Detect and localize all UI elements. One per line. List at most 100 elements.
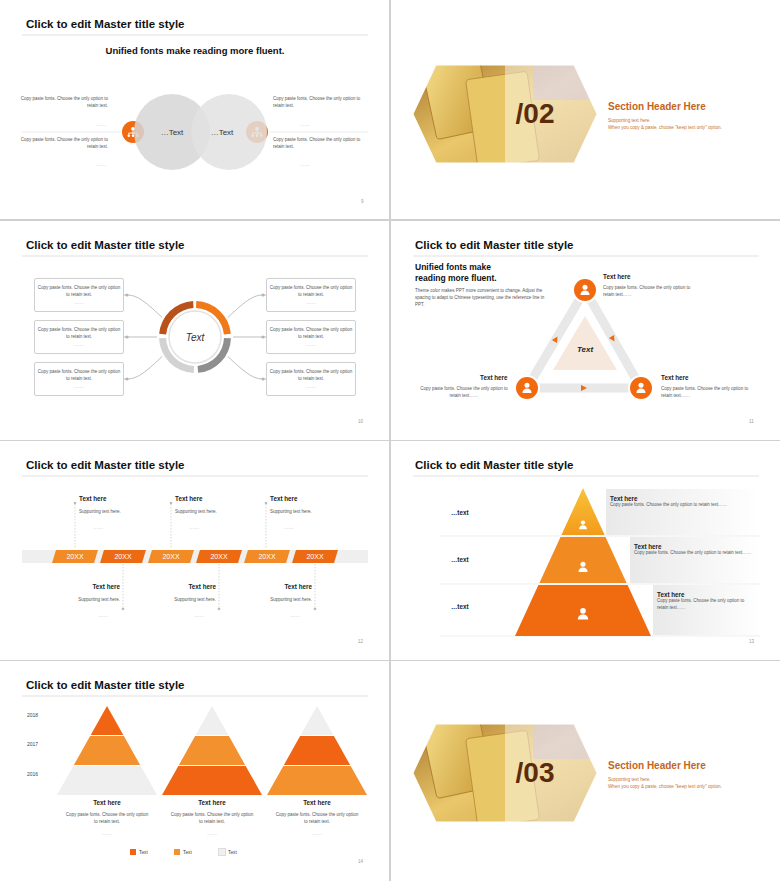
divider-line xyxy=(22,132,121,133)
spoke-connector xyxy=(228,356,266,380)
legend-item: Text xyxy=(174,849,192,855)
text-heading: Text here xyxy=(77,799,137,807)
slide-panel xyxy=(0,441,389,660)
title-rule xyxy=(22,35,368,36)
node-text: …Text xyxy=(211,128,234,137)
pyramid xyxy=(162,766,262,795)
ring-segment xyxy=(159,301,231,373)
year-label: 2018 xyxy=(27,712,38,719)
section-header: Section Header Here xyxy=(608,100,706,113)
leader-line xyxy=(123,564,124,608)
ellipsis-mark: …… xyxy=(302,830,332,837)
divider-line xyxy=(269,132,368,133)
slide-title: Click to edit Master title style xyxy=(26,17,185,32)
body-text: Supporting text here. xyxy=(270,509,350,516)
body-text: Copy paste fonts. Choose the only option… xyxy=(273,96,363,110)
text-heading: Text here xyxy=(60,583,120,591)
level-panel: Text hereCopy paste fonts. Choose the on… xyxy=(653,585,760,635)
page-number: 13 xyxy=(749,639,754,645)
title-rule xyxy=(22,256,368,257)
leader-line xyxy=(75,504,76,549)
leader-dot xyxy=(74,502,77,505)
year-label: 2017 xyxy=(27,741,38,748)
row-rule xyxy=(440,536,760,636)
slide-title: Click to edit Master title style xyxy=(415,458,574,473)
page-number: 14 xyxy=(358,859,363,865)
node-text: Text xyxy=(186,332,205,343)
center-triangle: Text xyxy=(553,316,617,370)
ellipsis-mark: …… xyxy=(92,830,122,837)
text-box: Copy paste fonts. Choose the only option… xyxy=(34,320,124,354)
body-text: Copy paste fonts. Choose the only option… xyxy=(65,812,149,826)
section-hexagon: /03 xyxy=(413,724,597,822)
chevron-shape xyxy=(292,550,338,563)
leader-line xyxy=(75,504,315,608)
text-heading: Text here xyxy=(661,374,689,382)
title-rule xyxy=(413,256,759,257)
section-hexagon: /02 xyxy=(413,65,597,163)
connector-path xyxy=(124,295,162,318)
text-heading: Text here xyxy=(480,374,508,382)
text-box: Copy paste fonts. Choose the only option… xyxy=(34,362,124,396)
intro-heading: Unified fonts make reading more fluent. xyxy=(415,262,515,283)
leader-dot xyxy=(74,502,317,611)
node-text: 20XX xyxy=(258,553,275,560)
icon-badge xyxy=(636,383,645,393)
slide-panel xyxy=(391,0,780,219)
legend-swatch xyxy=(130,849,136,855)
page-number: 11 xyxy=(749,419,754,425)
leader-dot xyxy=(314,608,317,611)
icon-badge xyxy=(522,383,531,393)
connector-dot xyxy=(261,377,264,380)
timeline-chevron: 20XX xyxy=(148,550,194,563)
hub-ring: Text xyxy=(159,301,231,373)
text-heading: Text here xyxy=(182,799,242,807)
pyramid xyxy=(267,706,367,795)
legend-text: Text xyxy=(139,850,148,855)
text-heading: Text here xyxy=(287,799,347,807)
pyramid xyxy=(578,562,587,572)
slide-panel xyxy=(0,221,389,440)
slide-panel xyxy=(391,661,780,881)
title-rule xyxy=(22,696,368,697)
spoke-connector xyxy=(228,293,266,317)
text-heading: …text xyxy=(451,556,469,564)
body-text: Supporting text here. xyxy=(146,597,216,604)
node-text: Copy paste fonts. Choose the only option… xyxy=(37,327,121,341)
leader-dot xyxy=(265,502,268,505)
slide-title: Click to edit Master title style xyxy=(415,238,574,253)
text-heading: …text xyxy=(451,509,469,517)
node-subtext: Copy paste fonts. Choose the only option… xyxy=(634,550,751,557)
legend-item: Text xyxy=(219,849,237,855)
leader-dot xyxy=(122,608,125,611)
node-subtext: …… xyxy=(74,341,84,347)
gold-photo xyxy=(413,45,613,169)
body-text: Copy paste fonts. Choose the only option… xyxy=(18,96,108,110)
hexagon-outline xyxy=(413,724,597,822)
pyramid xyxy=(74,736,140,765)
center-triangle-outline xyxy=(553,316,617,370)
node-subtext: Copy paste fonts. Choose the only option… xyxy=(657,598,756,612)
connector-dot xyxy=(261,293,264,296)
circle-shape xyxy=(191,94,267,170)
section-subtext: When you copy & paste, choose "keep text… xyxy=(608,784,722,790)
body-text: Copy paste fonts. Choose the only option… xyxy=(420,386,508,400)
node-subtext: …… xyxy=(306,299,316,305)
node-subtext: …… xyxy=(74,383,84,389)
text-heading: Text here xyxy=(270,495,298,503)
page-number: 12 xyxy=(358,639,363,645)
node-text: Text here xyxy=(657,591,685,598)
pyramid xyxy=(267,766,367,795)
cycle-triangle xyxy=(552,335,560,343)
level-panel: Text hereCopy paste fonts. Choose the on… xyxy=(606,489,760,535)
chevron-shape xyxy=(52,550,98,563)
pyramid xyxy=(579,520,587,529)
node-text: Copy paste fonts. Choose the only option… xyxy=(37,285,121,299)
pyramid xyxy=(561,488,604,535)
cycle-triangle xyxy=(527,290,641,391)
node-subtext: …… xyxy=(306,341,316,347)
ellipsis-mark: …… xyxy=(284,524,294,531)
pyramid xyxy=(515,585,651,636)
